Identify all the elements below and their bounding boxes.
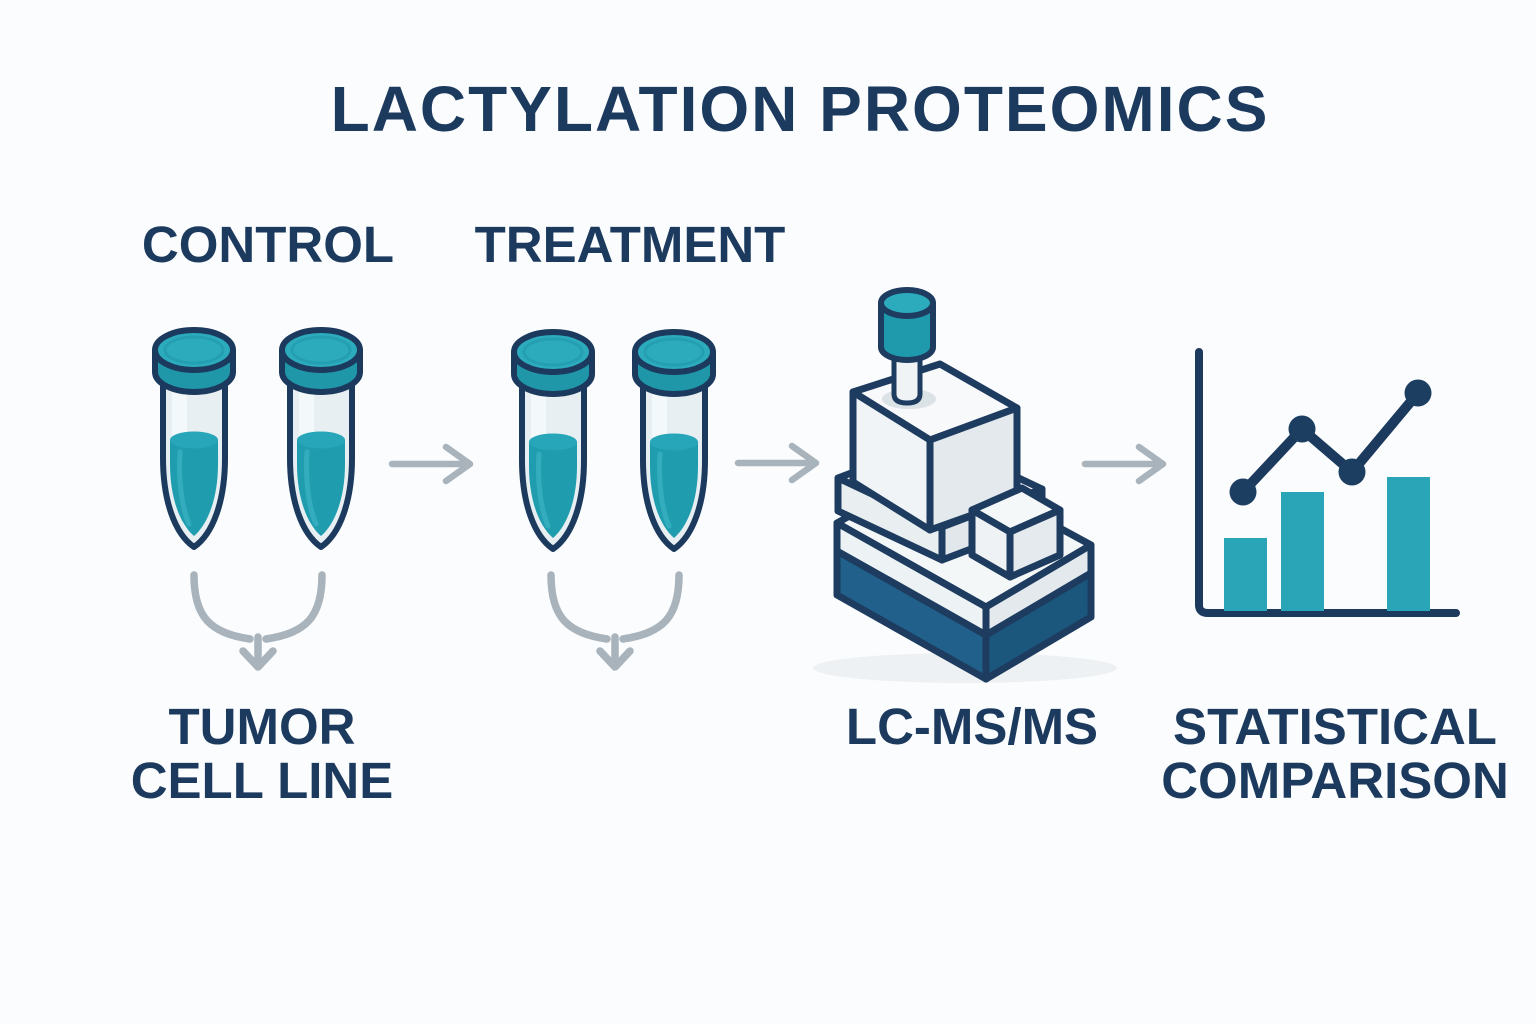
treatment-label: TREATMENT [474,216,786,273]
statistical-comparison-label-line2: COMPARISON [1161,752,1509,810]
treatment-tube-1-icon [514,332,592,549]
tumor-cell-line-label-line1: TUMOR [168,698,356,755]
statistical-comparison-label-line1: STATISTICAL [1173,698,1497,755]
flow-arrow-2-icon [738,446,816,480]
statistical-comparison-label: STATISTICAL COMPARISON [1161,698,1509,810]
lcms-label: LC-MS/MS [845,698,1099,755]
mass-spectrometer-icon [813,287,1117,683]
control-tube-1-icon [155,330,233,547]
flow-arrow-3-icon [1085,447,1163,481]
treatment-tube-2-icon [635,332,713,549]
tumor-cell-line-label-line2: CELL LINE [130,752,394,810]
flow-arrow-1-icon [392,447,470,481]
control-tube-2-icon [282,330,360,547]
page-title: LACTYLATION PROTEOMICS [330,73,1270,145]
control-merge-arrow-icon [194,575,322,667]
tumor-cell-line-label: TUMOR CELL LINE [130,698,394,810]
control-label: CONTROL [141,216,395,273]
treatment-merge-arrow-icon [551,575,679,667]
stats-chart-icon [1195,348,1460,617]
